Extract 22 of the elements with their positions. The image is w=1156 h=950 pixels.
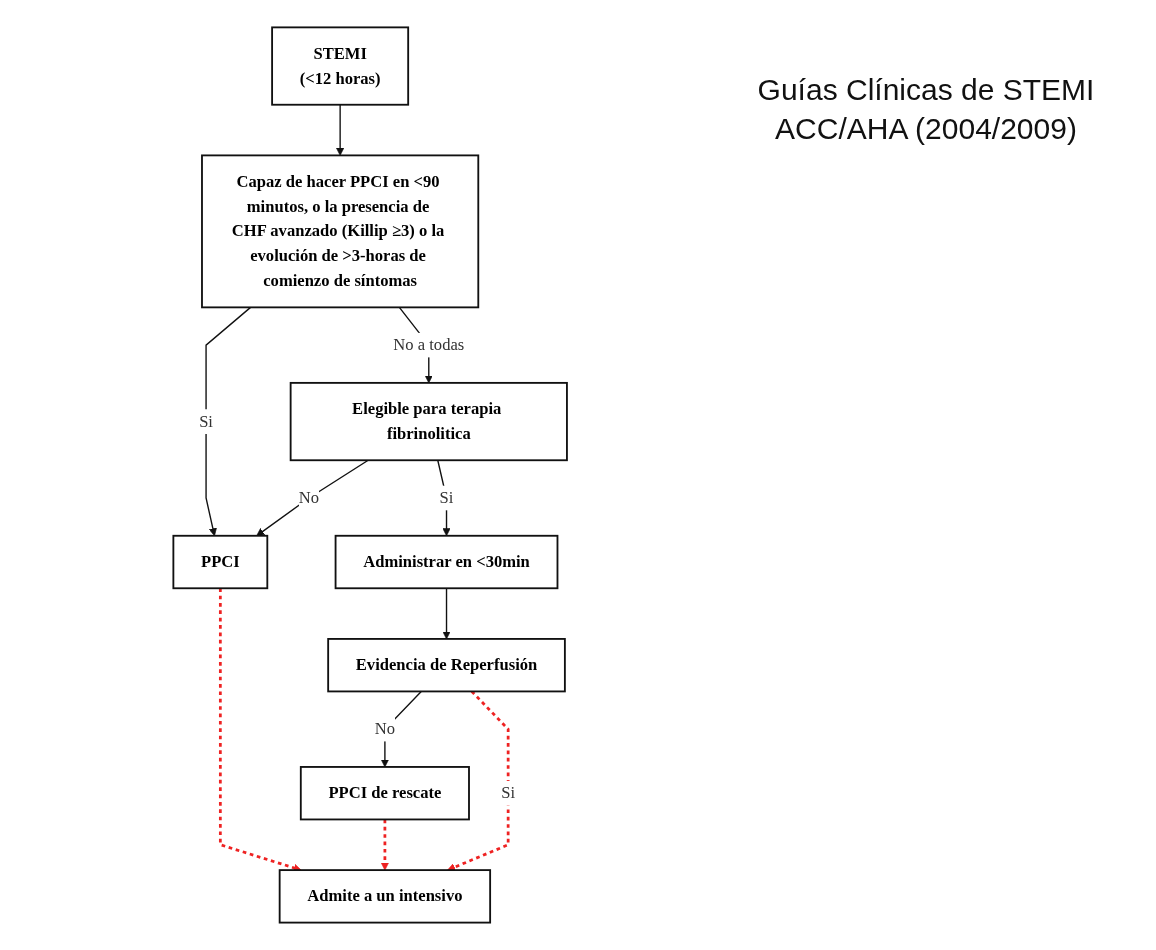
arrow — [205, 306, 252, 537]
arrow — [256, 459, 369, 537]
edge-label: Si — [501, 783, 515, 802]
arrow — [380, 819, 389, 871]
edge-label: Si — [439, 488, 454, 507]
edge-label: No — [298, 488, 319, 507]
arrow — [447, 690, 510, 872]
node-box: PPCI — [172, 534, 269, 590]
edge-label: No a todas — [393, 335, 465, 354]
arrow — [442, 587, 451, 640]
node-box: Admite a un intensivo — [278, 869, 491, 924]
diagram-title: Guías Clínicas de STEMI ACC/AHA (2004/2009) — [756, 72, 1096, 147]
node-box: PPCI de rescate — [299, 766, 470, 821]
node-box: Administrar en <30min — [334, 534, 559, 590]
node-box: Elegible para terapia fibrinolitica — [289, 381, 568, 462]
node-box: Evidencia de Reperfusión — [327, 638, 566, 693]
node-box: Capaz de hacer PPCI en <90 minutos, o la presencia de CHF avanzado (Killip ≥3) o la evolución de >3-horas de comienzo de síntomas — [200, 154, 480, 309]
arrow — [335, 104, 345, 156]
node-box: STEMI (<12 horas) — [271, 26, 409, 106]
arrow — [218, 588, 302, 872]
edge-label: No — [374, 719, 395, 738]
edge-label: Si — [199, 411, 213, 431]
